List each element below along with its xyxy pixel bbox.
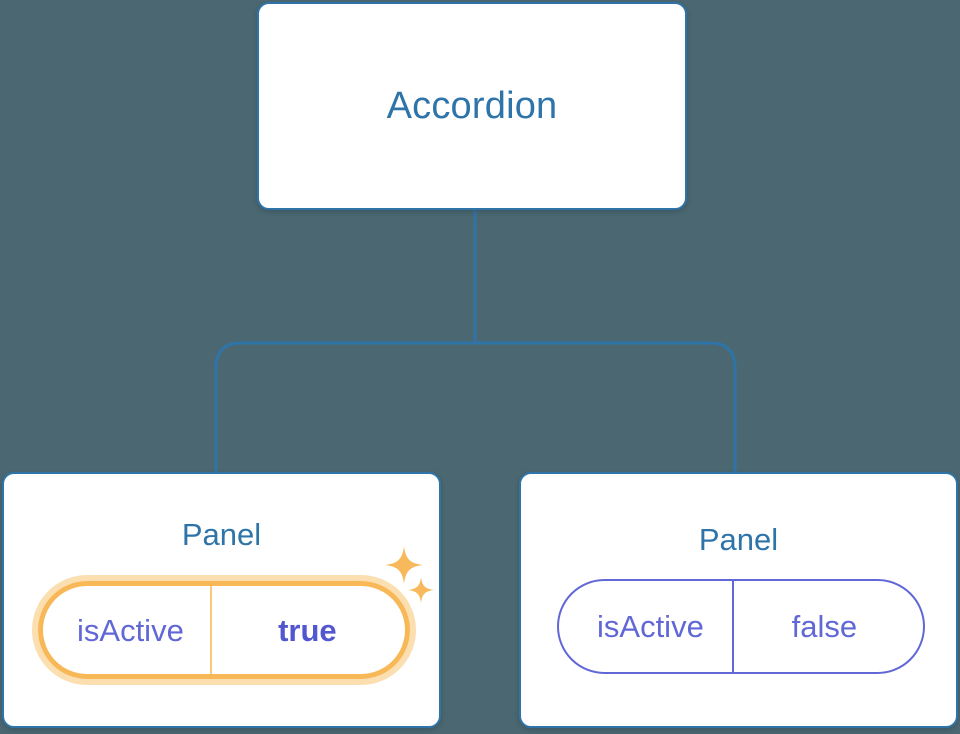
panel-body: Panel isActive false xyxy=(521,474,956,726)
prop-pill-plain[interactable]: isActive false xyxy=(557,579,925,674)
node-panel-active-label: Panel xyxy=(181,517,262,552)
node-panel-active[interactable]: Panel isActive true xyxy=(2,472,441,728)
node-panel-inactive[interactable]: Panel isActive false xyxy=(519,472,958,728)
node-accordion-label: Accordion xyxy=(386,85,558,127)
prop-key-isactive: isActive xyxy=(77,612,184,648)
prop-key-isactive: isActive xyxy=(597,609,704,644)
panel-body: Panel isActive true xyxy=(4,474,439,726)
node-accordion[interactable]: Accordion xyxy=(257,2,687,210)
prop-pill-highlighted[interactable]: isActive true xyxy=(32,575,416,685)
prop-value-isactive: true xyxy=(209,586,405,674)
node-panel-inactive-label: Panel xyxy=(698,522,779,557)
edge-branch-bus xyxy=(214,341,737,472)
prop-pill-glow xyxy=(32,575,416,685)
prop-pill-body[interactable]: isActive true xyxy=(38,581,410,679)
prop-value-isactive: false xyxy=(731,581,923,672)
